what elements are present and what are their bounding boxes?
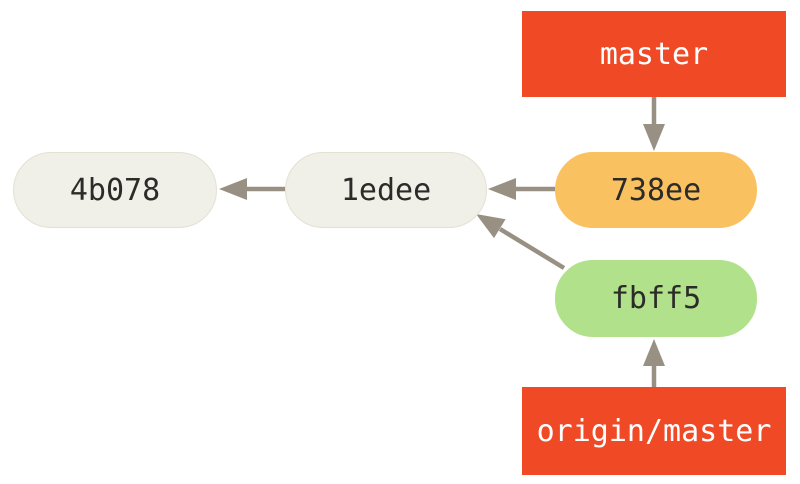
branch-label-origin-master: origin/master: [522, 387, 786, 475]
edge-fbff5-to-1edee: [476, 214, 566, 270]
branch-label-master: master: [522, 11, 786, 97]
arrowhead-left-icon: [219, 178, 247, 200]
arrowhead-up-icon: [643, 339, 665, 366]
commit-node-4b078: 4b078: [13, 152, 217, 228]
edge-origin-master-to-fbff5: [643, 339, 665, 387]
arrowhead-down-icon: [643, 124, 665, 151]
arrowhead-upleft-icon: [476, 214, 506, 239]
commit-node-738ee: 738ee: [555, 152, 757, 228]
edge-shaft: [498, 227, 566, 270]
edge-master-to-738ee: [643, 97, 665, 151]
edge-1edee-to-4b078: [219, 178, 285, 200]
commit-node-fbff5: fbff5: [555, 260, 757, 337]
commit-node-1edee: 1edee: [285, 152, 487, 228]
arrowhead-left-icon: [488, 178, 516, 200]
edge-738ee-to-1edee: [488, 178, 555, 200]
